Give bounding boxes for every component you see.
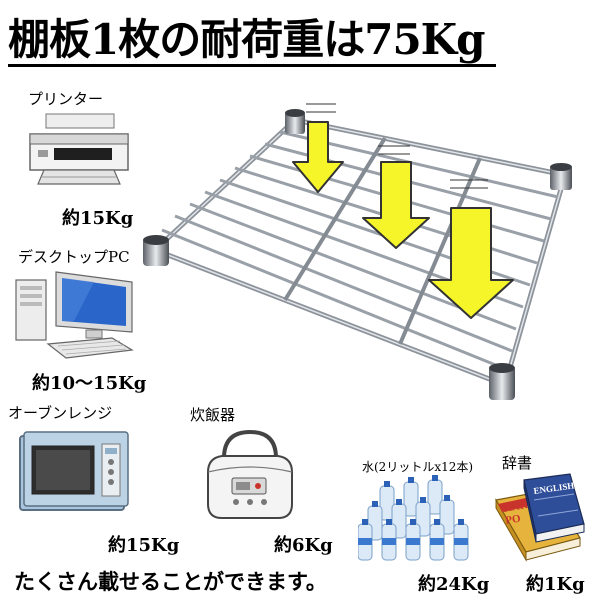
- desktop-pc-weight: 約10～15Kg: [32, 373, 147, 394]
- load-arrows: [292, 121, 514, 319]
- footer-text: たくさん載せることができます。: [14, 569, 327, 594]
- arrow-medium: [362, 161, 430, 249]
- printer-weight: 約15Kg: [62, 208, 134, 229]
- microwave-icon: [19, 431, 129, 511]
- water-weight: 約24Kg: [418, 574, 490, 595]
- printer-icon: [29, 113, 129, 185]
- arrow-large: [428, 207, 514, 319]
- rice-cooker-label: 炊飯器: [190, 406, 236, 424]
- water-bottles-icon: [358, 475, 469, 561]
- wire-shelf-illustration: [143, 103, 572, 400]
- books-icon: HARR PO ENGLISH: [495, 473, 585, 562]
- desktop-pc-label: デスクトップPC: [18, 248, 130, 266]
- dictionary-label: 辞書: [502, 454, 533, 472]
- book-text-po: PO: [504, 512, 522, 527]
- shelf-posts: [143, 109, 572, 400]
- water-label: 水(2リットルx12本): [362, 460, 474, 474]
- microwave-weight: 約15Kg: [108, 535, 180, 556]
- arrow-small: [292, 121, 344, 193]
- dictionary-weight: 約1Kg: [526, 574, 585, 595]
- rice-cooker-icon: [207, 429, 293, 519]
- title-underline: [8, 64, 496, 67]
- printer-label: プリンター: [28, 90, 104, 108]
- desktop-pc-icon: [15, 271, 134, 359]
- rice-cooker-weight: 約6Kg: [274, 535, 333, 556]
- page-title: 棚板1枚の耐荷重は75Kg: [8, 15, 486, 64]
- microwave-label: オーブンレンジ: [8, 404, 113, 422]
